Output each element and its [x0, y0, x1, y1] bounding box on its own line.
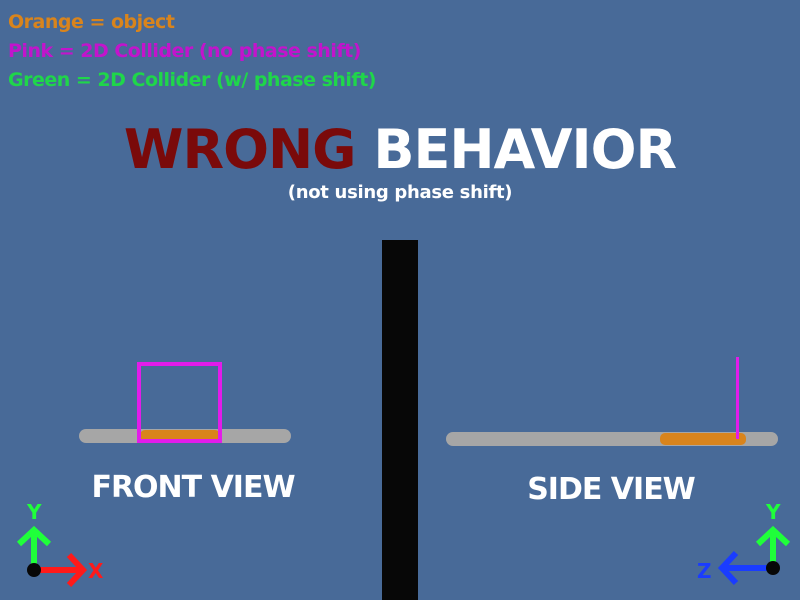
side-axis-gizmo: Y Z: [697, 500, 791, 586]
legend-collider-shift: Green = 2D Collider (w/ phase shift): [8, 69, 376, 91]
front-axis-x-label: X: [88, 559, 104, 583]
title-wrong: WRONG: [123, 118, 357, 181]
front-axis-gizmo: Y X: [16, 500, 104, 588]
side-axis-z-label: Z: [697, 559, 712, 583]
front-axis-origin: [27, 563, 41, 577]
legend-object: Orange = object: [8, 11, 175, 33]
page-title: WRONG BEHAVIOR: [0, 118, 800, 181]
front-x-arrow: [34, 552, 88, 588]
side-z-arrow: [717, 550, 773, 586]
side-axis-y-label: Y: [765, 500, 781, 524]
side-view-label: SIDE VIEW: [527, 472, 696, 507]
legend: Orange = object Pink = 2D Collider (no p…: [8, 8, 376, 95]
side-axis-origin: [766, 561, 780, 575]
front-view-label: FRONT VIEW: [91, 470, 295, 505]
front-collider-box: [137, 362, 222, 443]
title-behavior: BEHAVIOR: [373, 118, 677, 181]
view-divider: [382, 240, 418, 600]
page-subtitle: (not using phase shift): [287, 182, 513, 203]
front-axis-y-label: Y: [26, 500, 42, 524]
front-object: [140, 430, 220, 441]
side-collider-line: [736, 357, 739, 439]
legend-collider-no-shift: Pink = 2D Collider (no phase shift): [8, 40, 361, 62]
side-object: [660, 433, 746, 445]
